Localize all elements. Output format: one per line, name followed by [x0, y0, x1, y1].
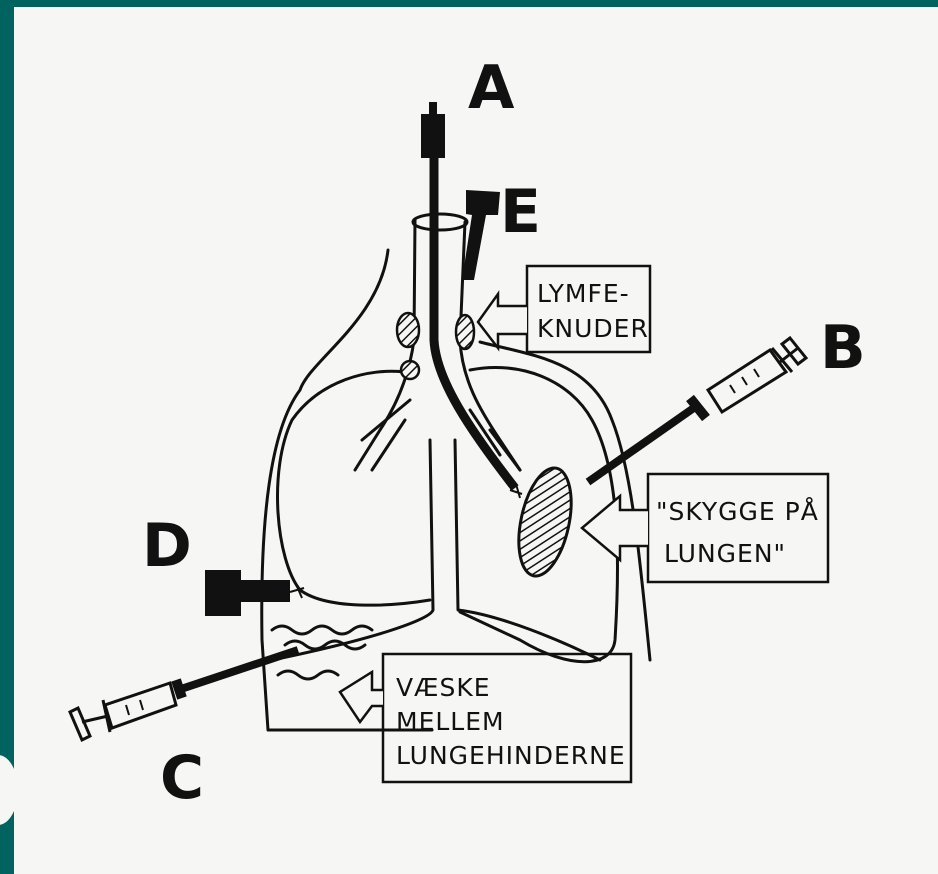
callout-shadow-line1: "SKYGGE PÅ: [656, 497, 819, 526]
lymph-node-left: [397, 313, 419, 347]
callout-fluid-line1: VÆSKE: [396, 673, 491, 702]
marker-d: D: [142, 511, 192, 581]
marker-e: E: [500, 177, 541, 247]
syringe-c: [70, 650, 298, 740]
callout-lymph-line2: KNUDER: [537, 314, 649, 343]
bronchoscope-a: [421, 102, 522, 498]
callout-shadow-line2: LUNGEN": [664, 539, 786, 568]
syringe-b: [588, 338, 806, 482]
left-lung: [278, 371, 430, 605]
marker-b: B: [820, 313, 866, 383]
marker-c: C: [160, 743, 204, 813]
marker-a: A: [468, 53, 515, 123]
drain-d: [205, 570, 304, 616]
callout-fluid-line3: LUNGEHINDERNE: [396, 741, 626, 770]
mediastinum: [272, 440, 433, 660]
lymph-node-right: [456, 315, 474, 349]
callout-fluid-line2: MELLEM: [396, 707, 505, 736]
callout-pleural-fluid: VÆSKE MELLEM LUNGEHINDERNE: [340, 654, 631, 782]
callout-lymph-nodes: LYMFE- KNUDER: [478, 266, 650, 352]
callout-lymph-line1: LYMFE-: [537, 279, 630, 308]
lung-shadow: [510, 463, 580, 581]
instrument-e: [462, 190, 500, 280]
trachea-opening: [413, 214, 467, 230]
